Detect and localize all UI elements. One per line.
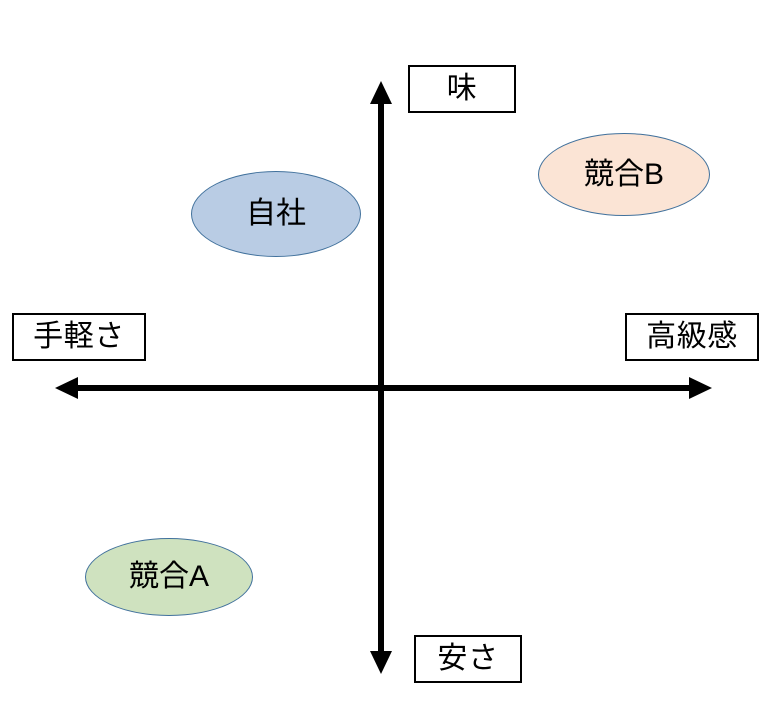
axis-label-right: 高級感: [625, 313, 759, 361]
axis-arrow-left-icon: [55, 377, 78, 399]
bubble-competitor-b: 競合B: [538, 133, 710, 216]
axis-arrow-right-icon: [689, 377, 712, 399]
bubble-competitor-a: 競合A: [85, 538, 253, 616]
axis-label-top: 味: [408, 65, 516, 113]
axis-label-bottom: 安さ: [414, 635, 522, 683]
axis-label-left: 手軽さ: [12, 313, 146, 361]
bubble-own-company: 自社: [191, 171, 361, 257]
axis-arrow-down-icon: [370, 651, 392, 674]
axis-arrow-up-icon: [370, 81, 392, 104]
